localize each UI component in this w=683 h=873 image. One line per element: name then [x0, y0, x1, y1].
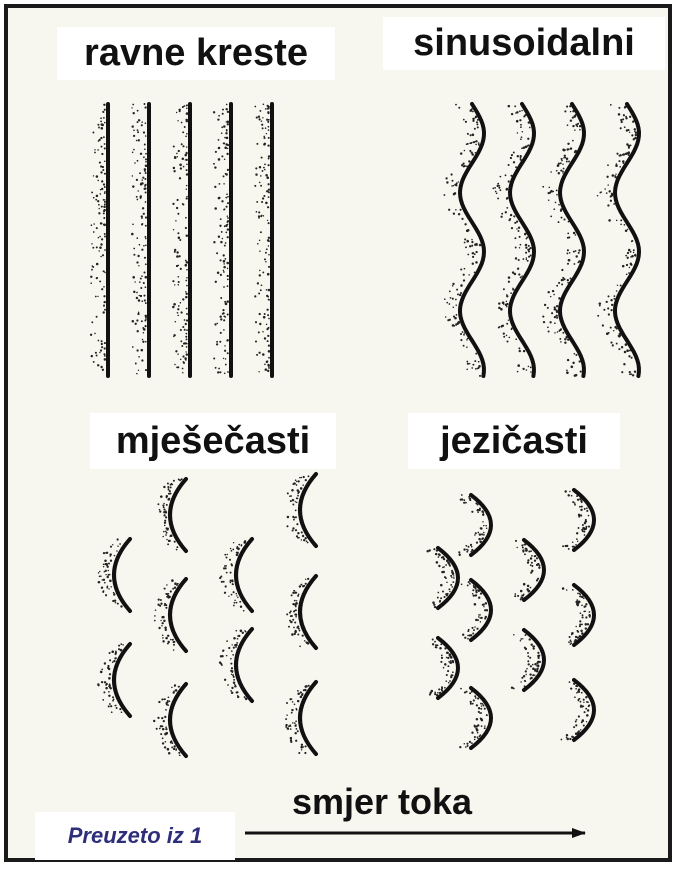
sinuous-crests-group: [443, 104, 639, 377]
linguoid-crests-label: jezičasti: [408, 413, 620, 469]
sinuous-crest: [510, 104, 534, 376]
lunate-crests-label: mješečasti: [90, 413, 336, 469]
straight-crests-label: ravne kreste: [57, 27, 335, 80]
linguoid-crest: [471, 495, 491, 555]
lunate-crests-group: [97, 474, 316, 756]
linguoid-crest: [574, 680, 594, 740]
lunate-crest: [170, 684, 186, 756]
linguoid-crest: [574, 585, 594, 645]
lunate-crest: [300, 682, 316, 754]
sinuous-crest: [560, 104, 584, 376]
straight-crests-group: [90, 103, 272, 376]
sinuous-crests-label: sinusoidalni: [383, 17, 665, 70]
linguoid-crests-group: [426, 490, 594, 748]
flow-direction-label: smjer toka: [262, 777, 502, 827]
linguoid-crest: [574, 490, 594, 550]
lunate-crest: [170, 479, 186, 551]
source-credit: Preuzeto iz 1: [35, 812, 235, 860]
lunate-crest: [114, 539, 130, 611]
lunate-crest: [236, 629, 252, 701]
linguoid-crest: [524, 630, 544, 690]
